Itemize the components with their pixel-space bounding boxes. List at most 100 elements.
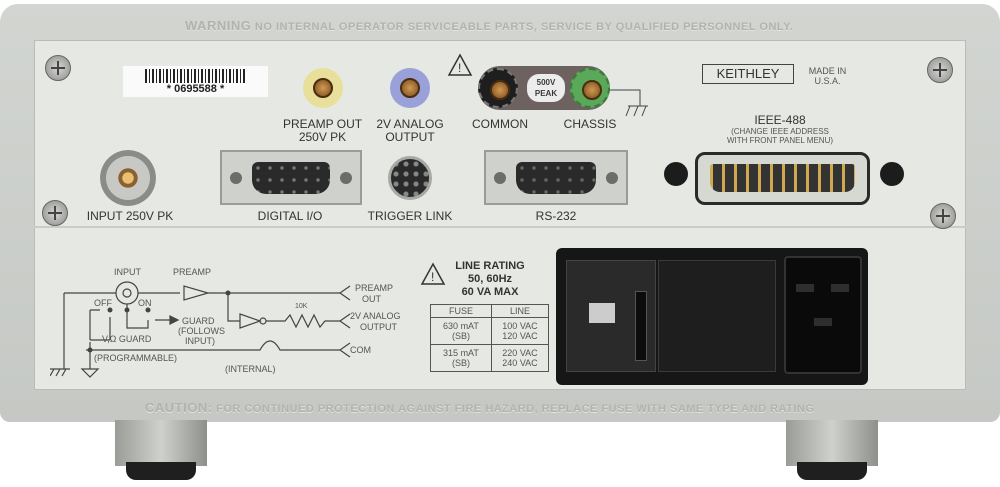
caution-text: CAUTION: FOR CONTINUED PROTECTION AGAINS… (145, 400, 814, 415)
screw-icon (927, 57, 953, 83)
analog-output-jack[interactable] (390, 68, 430, 108)
peak-badge-line2: PEAK (534, 89, 558, 98)
digital-io-label: DIGITAL I/O (257, 209, 323, 223)
serial-barcode-label: * 0695588 * (123, 66, 268, 97)
foot-pad-left (126, 462, 196, 480)
schematic-preamp-label: PREAMP (173, 267, 211, 277)
fuse-header: FUSE (430, 304, 492, 318)
screw-icon (45, 55, 71, 81)
foot-pad-right (797, 462, 867, 480)
line-value: 120 VAC (502, 331, 538, 341)
inlet-pin (831, 284, 849, 292)
schematic-com: COM (350, 345, 371, 355)
trigger-link-label: TRIGGER LINK (367, 209, 453, 223)
line-value: 220 VAC (502, 348, 538, 358)
line-header: LINE (490, 304, 550, 318)
caution-body: FOR CONTINUED PROTECTION AGAINST FIRE HA… (216, 403, 815, 415)
screw-icon (42, 200, 68, 226)
rs232-label: RS-232 (535, 209, 577, 223)
guard-schematic-diagram: INPUT PREAMP PREAMP OUT OFF ON 10K 2V AN… (50, 267, 401, 378)
common-jack[interactable] (478, 68, 518, 108)
rs232-port[interactable] (484, 150, 628, 205)
schematic-internal: (INTERNAL) (225, 364, 276, 374)
fuse-drawer[interactable] (566, 260, 656, 372)
screw-icon (930, 203, 956, 229)
svg-text:!: ! (431, 270, 434, 284)
line-rating-line3: 60 VA MAX (461, 286, 519, 298)
ieee-title: IEEE-488 (754, 113, 806, 127)
power-inlet-socket[interactable] (784, 256, 862, 374)
fuse-drawer-tab[interactable] (635, 291, 647, 361)
ieee-screw-left (664, 162, 688, 186)
warning-triangle-icon: ! (420, 262, 446, 285)
schematic-preamp-out2: OUT (362, 294, 382, 304)
ieee-note1: (CHANGE IEEE ADDRESS (731, 127, 829, 136)
preamp-out-jack[interactable] (303, 68, 343, 108)
schematic-preamp-out1: PREAMP (355, 283, 393, 293)
preamp-out-line2: 250V PK (298, 130, 347, 144)
caution-title: CAUTION: (145, 400, 213, 415)
schematic-vguard: V,Ω GUARD (102, 334, 152, 344)
foot-left (115, 420, 207, 466)
warning-triangle-icon: ! (447, 53, 473, 76)
brand-logo: KEITHLEY (702, 64, 794, 84)
input-label: INPUT 250V PK (86, 209, 174, 223)
peak-badge-line1: 500V (536, 78, 556, 87)
common-label: COMMON (472, 117, 528, 131)
chassis-jack[interactable] (570, 68, 610, 108)
digital-io-port[interactable] (220, 150, 362, 205)
fuse-value: 630 mAT (443, 321, 479, 331)
ieee-note2: WITH FRONT PANEL MENU) (726, 136, 834, 145)
inlet-pin (814, 318, 832, 326)
line-value: 240 VAC (502, 358, 538, 368)
warning-body: NO INTERNAL OPERATOR SERVICEABLE PARTS, … (254, 21, 794, 33)
svg-text:!: ! (458, 61, 461, 75)
line-rating-line2: 50, 60Hz (467, 273, 513, 285)
voltage-selector-window (589, 303, 615, 323)
origin-line2: U.S.A. (814, 76, 841, 86)
schematic-analog2: OUTPUT (360, 322, 398, 332)
schematic-guard1: GUARD (182, 316, 215, 326)
power-switch-cover (658, 260, 776, 372)
schematic-programmable: (PROGRAMMABLE) (94, 353, 177, 363)
fuse-type: (SB) (451, 358, 470, 368)
analog-out-line2: OUTPUT (385, 130, 435, 144)
warning-text: WARNING NO INTERNAL OPERATOR SERVICEABLE… (185, 18, 793, 33)
schematic-analog1: 2V ANALOG (350, 311, 401, 321)
panel-divider (34, 226, 966, 228)
inlet-pin (796, 284, 814, 292)
power-entry-module (556, 248, 868, 385)
ieee488-port[interactable] (695, 152, 870, 205)
trigger-link-port[interactable] (388, 156, 432, 200)
barcode-icon (145, 69, 245, 83)
fuse-type: (SB) (451, 331, 470, 341)
schematic-resistor-label: 10K (295, 303, 308, 310)
schematic-guard3: INPUT) (185, 336, 215, 346)
ieee-screw-right (880, 162, 904, 186)
input-bnc-connector[interactable] (100, 150, 156, 206)
line-rating-line1: LINE RATING (455, 260, 525, 272)
peak-badge: 500V PEAK (527, 74, 565, 102)
schematic-guard2: (FOLLOWS (178, 326, 225, 336)
schematic-on-label: ON (138, 298, 152, 308)
preamp-out-line1: PREAMP OUT (282, 117, 363, 131)
chassis-ground-icon (610, 89, 648, 117)
fuse-value: 315 mAT (443, 348, 479, 358)
origin-line1: MADE IN (808, 66, 847, 76)
serial-number: * 0695588 * (166, 83, 225, 95)
schematic-input-label: INPUT (114, 267, 142, 277)
schematic-off-label: OFF (94, 298, 112, 308)
warning-title: WARNING (185, 18, 252, 33)
chassis-label: CHASSIS (563, 117, 617, 131)
foot-right (786, 420, 878, 466)
line-value: 100 VAC (502, 321, 538, 331)
analog-out-line1: 2V ANALOG (376, 117, 444, 131)
